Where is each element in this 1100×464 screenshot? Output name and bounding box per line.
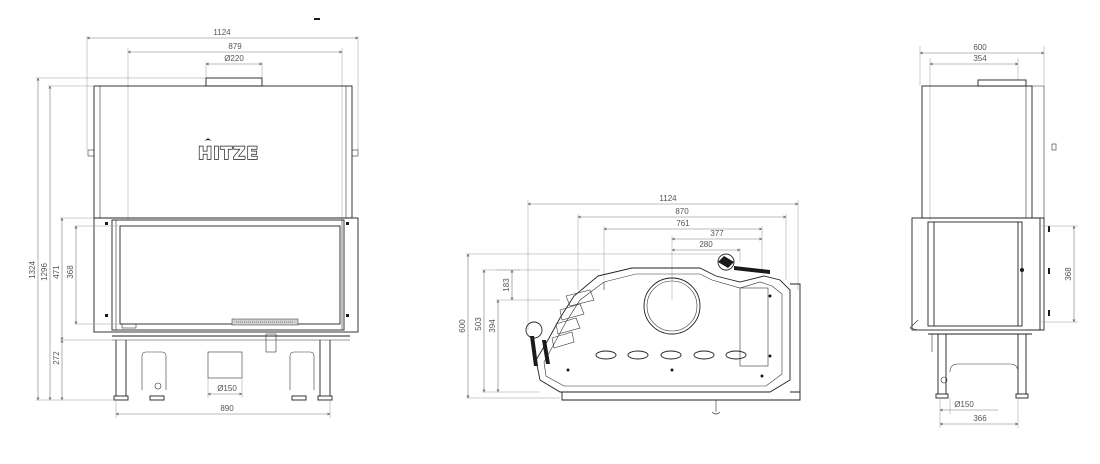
- flue-collar: [205, 77, 263, 87]
- dim-top-183: 183: [502, 269, 514, 301]
- dim-top-overall-width: 1124: [527, 194, 799, 206]
- flue-opening: [643, 277, 701, 335]
- dim-front-base-width: 890: [115, 404, 331, 416]
- dim-label: 394: [488, 319, 497, 333]
- base-frame: [112, 333, 350, 401]
- dim-top-377: 377: [671, 229, 763, 241]
- dim-label: 272: [52, 351, 61, 365]
- front-view: 1124 879 Ø220 HITZE: [28, 28, 359, 418]
- air-inlet-box: [207, 351, 243, 379]
- dim-right-flue-offset: 354: [929, 54, 1019, 66]
- dim-label: 503: [474, 317, 483, 331]
- dim-front-flue-diameter: Ø220: [205, 54, 263, 66]
- dim-right-air-inlet-diameter: Ø150: [939, 400, 998, 412]
- right-base-frame: [928, 333, 1032, 399]
- dim-front-base-height: 272: [52, 339, 64, 401]
- firebox-frame: [93, 217, 359, 333]
- dim-top-394: 394: [488, 299, 500, 393]
- dim-label: 879: [228, 42, 242, 51]
- dim-label: 366: [973, 414, 987, 423]
- dim-top-280: 280: [671, 240, 741, 252]
- dim-front-glass-height: 368: [66, 225, 78, 325]
- dim-label: 1296: [40, 263, 49, 281]
- dim-label: 183: [502, 278, 511, 292]
- right-view: 600 354: [909, 43, 1078, 428]
- svg-text:HITZE: HITZE: [198, 144, 259, 164]
- dim-front-inner-width: 879: [127, 42, 343, 54]
- dim-label: 377: [710, 229, 724, 238]
- dim-front-overall-width: 1124: [86, 28, 359, 40]
- dim-label: Ø150: [217, 384, 237, 393]
- stray-mark: [314, 18, 320, 20]
- brand-logo: HITZE: [197, 138, 259, 165]
- dim-label: 368: [66, 265, 75, 279]
- glass-panel: [119, 225, 341, 325]
- dim-label: 280: [699, 240, 713, 249]
- dim-front-height-471: 471: [52, 217, 64, 341]
- dim-right-overall-depth: 600: [919, 43, 1045, 55]
- right-firebox: [911, 217, 1045, 331]
- dim-label: 1124: [213, 28, 231, 37]
- dim-top-870: 870: [577, 207, 787, 219]
- dim-top-761: 761: [603, 219, 763, 231]
- dim-label: 1324: [28, 261, 37, 279]
- dim-label: 1124: [659, 194, 677, 203]
- dim-label: 368: [1064, 267, 1073, 281]
- right-glass: [927, 221, 1023, 327]
- dim-top-overall-depth: 600: [458, 253, 470, 399]
- air-holes: [595, 350, 747, 360]
- dim-right-glass-height: 368: [1064, 225, 1076, 323]
- dim-label: 471: [52, 265, 61, 279]
- dim-label: 600: [458, 319, 467, 333]
- right-upper-body: [921, 85, 1033, 219]
- dim-top-503: 503: [474, 269, 486, 393]
- dim-label: 354: [973, 54, 987, 63]
- dim-front-air-inlet-diameter: Ø150: [207, 384, 243, 396]
- dim-front-overall-height: 1324: [28, 77, 40, 401]
- dim-label: Ø220: [224, 54, 244, 63]
- dim-label: 890: [220, 404, 234, 413]
- dim-label: 761: [676, 219, 690, 228]
- firebox-top-outline: [535, 267, 801, 415]
- door-frame: [111, 219, 345, 331]
- dim-label: 870: [675, 207, 689, 216]
- dim-right-base-depth: 366: [939, 414, 1019, 426]
- dim-label: 600: [973, 43, 987, 52]
- dim-front-height-to-flue: 1296: [40, 85, 52, 401]
- right-flue-collar: [977, 79, 1027, 87]
- dim-label: Ø150: [954, 400, 974, 409]
- door-handles: [525, 253, 770, 366]
- top-view: 1124 870 761 377 280 600: [458, 194, 801, 415]
